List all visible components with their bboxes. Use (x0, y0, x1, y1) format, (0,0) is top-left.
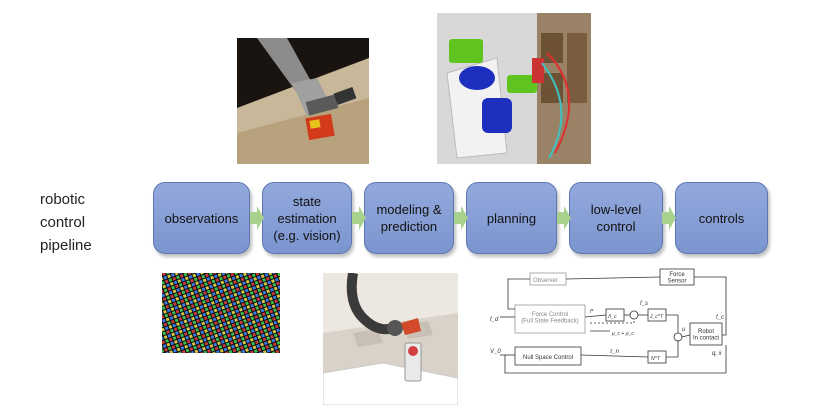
pipeline-arrow-1 (250, 206, 264, 230)
pipeline-arrow-4 (557, 206, 571, 230)
pipeline-step-observations: observations (153, 182, 250, 254)
mu-rho-label: μ_c + ρ_c (611, 331, 634, 337)
nt-label: N^T (651, 356, 661, 362)
f-c-label: f_c (716, 315, 724, 321)
f-d-label: f_d (490, 317, 499, 323)
lambda-label: Λ_c (607, 314, 617, 320)
pipeline-step-controls: controls (675, 182, 768, 254)
pipeline-step-modeling-prediction: modeling & prediction (364, 182, 454, 254)
pipeline-side-label: robotic control pipeline (40, 191, 92, 254)
pipeline-arrow-3 (454, 206, 468, 230)
pipeline-arrow-2 (352, 206, 366, 230)
f-star-label: f* (590, 309, 594, 315)
tau-n-label: τ_n (610, 349, 620, 355)
robot-arm-cup-render (323, 273, 458, 405)
pipeline-step-low-level-control: low-level control (569, 182, 663, 254)
q-x-label: q, ẋ (712, 351, 723, 357)
pipeline-step-state-estimation: state estimation (e.g. vision) (262, 182, 352, 254)
f-s-label: f_s (640, 301, 648, 307)
observer-label: Observer (533, 278, 558, 284)
v-0-label: V_0 (490, 349, 501, 355)
robot-gripper-photo (237, 38, 369, 164)
jct-label: J_c^T (649, 314, 664, 320)
pipeline-step-planning: planning (466, 182, 557, 254)
force-control-label: Force Control(Full State Feedback) (521, 312, 578, 325)
null-space-label: Null Space Control (523, 355, 573, 361)
camera-sensor-pixels-image (162, 273, 280, 353)
u-label: u (682, 327, 686, 333)
pipeline-arrow-5 (662, 206, 676, 230)
robot-simulation-render (437, 13, 591, 164)
